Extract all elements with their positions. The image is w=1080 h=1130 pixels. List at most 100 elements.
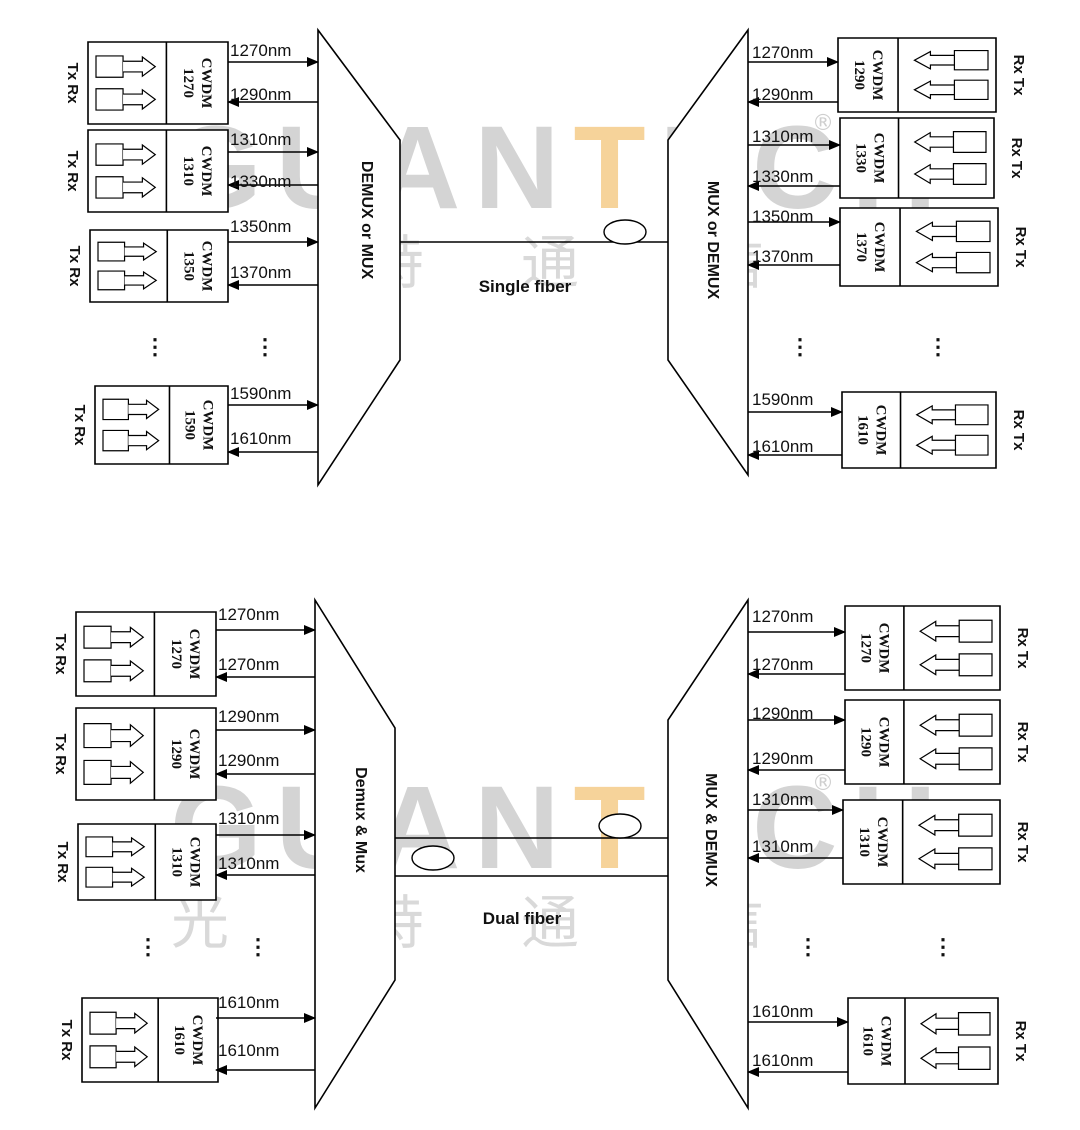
- right-mux-label-group: MUX & DEMUX: [702, 773, 719, 887]
- right-mux-label: MUX or DEMUX: [704, 181, 721, 300]
- right-side-label-group: Rx Tx: [1010, 410, 1027, 452]
- module-type-label: CWDM: [187, 837, 203, 888]
- module-type-label: CWDM: [199, 241, 215, 292]
- rx-wavelength-label: 1330nm: [230, 172, 291, 191]
- channel-element-icon: [955, 435, 988, 455]
- module-code-label: 1310: [169, 847, 185, 877]
- channel-arrow-icon: [128, 431, 158, 449]
- channel-element-icon: [953, 132, 986, 153]
- right-mux-label-group: MUX or DEMUX: [704, 181, 721, 300]
- rx-wavelength-label: 1290nm: [218, 751, 279, 770]
- rx-wavelength-label: 1350nm: [752, 207, 813, 226]
- left-side-label: Tx Rx: [71, 405, 88, 447]
- rx-wavelength-label: 1590nm: [752, 390, 813, 409]
- left-mux-block: [315, 600, 395, 1108]
- module-code-label: 1310: [180, 156, 196, 186]
- left-side-label: Tx Rx: [66, 246, 83, 288]
- module-type-label: CWDM: [869, 50, 885, 101]
- module-type-label: CWDM: [872, 405, 888, 456]
- rx-wavelength-label: 1310nm: [218, 854, 279, 873]
- watermark-brand-part: T: [573, 102, 659, 234]
- module-code-label: 1610: [171, 1025, 187, 1055]
- rx-wavelength-label: 1610nm: [218, 1041, 279, 1060]
- ellipsis-marker: ⋮: [932, 934, 954, 959]
- rx-wavelength-label: 1270nm: [752, 607, 813, 626]
- channel-arrow-icon: [916, 222, 957, 240]
- channel-element-icon: [96, 177, 123, 198]
- channel-arrow-icon: [914, 81, 955, 98]
- right-side-label-group: Rx Tx: [1014, 628, 1031, 670]
- left-side-label-group: Tx Rx: [64, 63, 81, 105]
- fiber-coil-icon: [604, 220, 646, 244]
- right-side-label-group: Rx Tx: [1012, 227, 1029, 269]
- tx-wavelength-label: 1290nm: [218, 707, 279, 726]
- rx-wavelength-label: 1290nm: [752, 704, 813, 723]
- fiber-coil-icon: [412, 846, 454, 870]
- left-side-label: Tx Rx: [64, 151, 81, 193]
- left-side-label: Tx Rx: [58, 1020, 75, 1062]
- tx-wavelength-label: 1270nm: [230, 41, 291, 60]
- channel-element-icon: [98, 271, 125, 290]
- channel-element-icon: [86, 837, 113, 857]
- module-code-label: 1330: [852, 143, 868, 173]
- channel-element-icon: [959, 848, 992, 870]
- rx-wavelength-label: 1290nm: [230, 85, 291, 104]
- tx-wavelength-label: 1270nm: [218, 605, 279, 624]
- right-side-label: Rx Tx: [1012, 1021, 1029, 1063]
- module-type-label: CWDM: [198, 146, 214, 197]
- left-side-label: Tx Rx: [54, 842, 71, 884]
- channel-element-icon: [956, 221, 990, 241]
- channel-element-icon: [959, 1047, 991, 1069]
- channel-arrow-icon: [123, 178, 155, 197]
- tx-wavelength-label: 1330nm: [752, 167, 813, 186]
- rx-wavelength-label: 1370nm: [230, 263, 291, 282]
- channel-arrow-icon: [116, 1047, 147, 1067]
- rx-wavelength-label: 1610nm: [230, 429, 291, 448]
- channel-arrow-icon: [124, 243, 157, 260]
- module-code-label: 1270: [168, 639, 184, 669]
- ellipsis-marker: ⋮: [789, 334, 811, 359]
- channel-arrow-icon: [916, 253, 957, 271]
- left-side-label-group: Tx Rx: [54, 842, 71, 884]
- module-code-label: 1290: [851, 60, 867, 90]
- channel-element-icon: [96, 56, 123, 77]
- module-code-label: 1310: [856, 827, 872, 857]
- channel-arrow-icon: [128, 400, 158, 418]
- channel-element-icon: [954, 80, 988, 99]
- right-side-label: Rx Tx: [1010, 410, 1027, 452]
- ellipsis-marker: ⋮: [137, 934, 159, 959]
- module-type-label: CWDM: [871, 222, 887, 273]
- right-side-label: Rx Tx: [1010, 55, 1027, 97]
- channel-arrow-icon: [112, 838, 145, 856]
- left-mux-label: DEMUX or MUX: [358, 161, 375, 280]
- tx-wavelength-label: 1370nm: [752, 247, 813, 266]
- channel-arrow-icon: [921, 1048, 959, 1068]
- channel-arrow-icon: [111, 627, 143, 647]
- channel-arrow-icon: [914, 52, 955, 69]
- channel-arrow-icon: [920, 715, 960, 735]
- right-mux-block: [668, 30, 748, 475]
- channel-element-icon: [86, 867, 113, 887]
- left-side-label-group: Tx Rx: [71, 405, 88, 447]
- channel-arrow-icon: [920, 749, 960, 769]
- module-code-label: 1350: [181, 251, 197, 281]
- channel-arrow-icon: [921, 1014, 959, 1034]
- channel-element-icon: [84, 724, 111, 748]
- module-code-label: 1590: [182, 410, 198, 440]
- watermark-chinese-char: 通: [521, 229, 579, 297]
